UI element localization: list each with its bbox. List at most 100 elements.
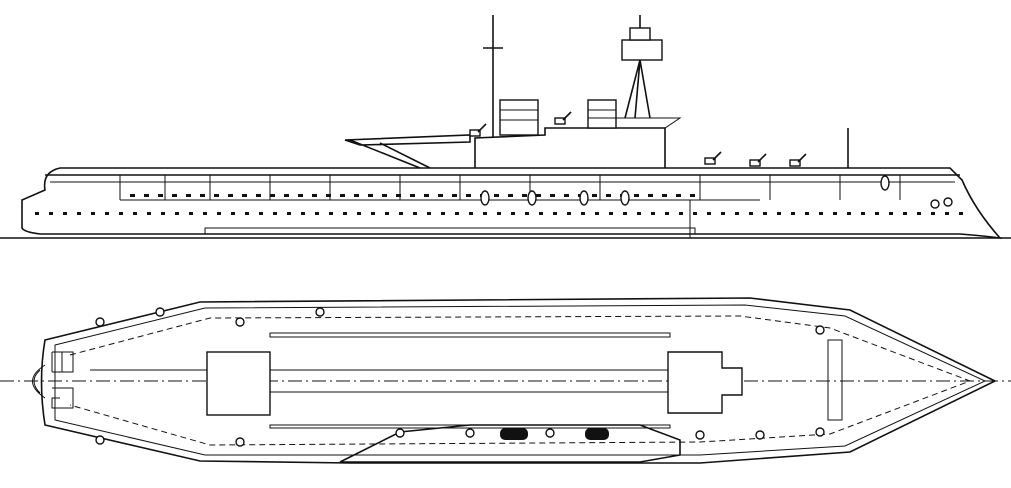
deck-fitting bbox=[235, 437, 245, 447]
porthole bbox=[231, 212, 235, 215]
gun-mount bbox=[704, 157, 716, 165]
porthole bbox=[438, 194, 443, 197]
porthole bbox=[511, 212, 515, 215]
porthole bbox=[175, 212, 179, 215]
deck-fitting bbox=[815, 325, 825, 335]
porthole bbox=[805, 212, 809, 215]
porthole bbox=[931, 212, 935, 215]
hull bbox=[21, 167, 1003, 240]
porthole bbox=[581, 212, 585, 215]
deck-fitting bbox=[695, 430, 705, 440]
porthole bbox=[49, 212, 53, 215]
deck-fitting bbox=[755, 430, 765, 440]
porthole bbox=[441, 212, 445, 215]
porthole bbox=[483, 212, 487, 215]
deck-fitting bbox=[235, 317, 245, 327]
porthole bbox=[382, 194, 387, 197]
porthole bbox=[875, 212, 879, 215]
side-elevation bbox=[0, 15, 1011, 240]
deck-fitting bbox=[155, 307, 165, 317]
boat bbox=[579, 190, 589, 206]
porthole bbox=[77, 212, 81, 215]
porthole bbox=[259, 212, 263, 215]
porthole bbox=[144, 194, 149, 197]
porthole bbox=[315, 212, 319, 215]
porthole bbox=[256, 194, 261, 197]
porthole bbox=[35, 212, 39, 215]
porthole bbox=[228, 194, 233, 197]
porthole bbox=[410, 194, 415, 197]
porthole bbox=[371, 212, 375, 215]
porthole bbox=[312, 194, 317, 197]
porthole bbox=[340, 194, 345, 197]
porthole bbox=[651, 212, 655, 215]
porthole bbox=[861, 212, 865, 215]
porthole bbox=[833, 212, 837, 215]
porthole bbox=[203, 212, 207, 215]
porthole bbox=[676, 194, 681, 197]
porthole bbox=[357, 212, 361, 215]
aft-lift bbox=[206, 351, 271, 416]
porthole bbox=[427, 212, 431, 215]
porthole bbox=[819, 212, 823, 215]
island-footprint bbox=[339, 424, 681, 463]
porthole bbox=[385, 212, 389, 215]
porthole bbox=[287, 212, 291, 215]
porthole bbox=[424, 194, 429, 197]
porthole bbox=[242, 194, 247, 197]
porthole bbox=[354, 194, 359, 197]
porthole bbox=[522, 194, 527, 197]
porthole bbox=[455, 212, 459, 215]
porthole bbox=[889, 212, 893, 215]
porthole bbox=[648, 194, 653, 197]
porthole bbox=[847, 212, 851, 215]
porthole bbox=[133, 212, 137, 215]
porthole bbox=[284, 194, 289, 197]
porthole bbox=[466, 194, 471, 197]
gun-mount bbox=[749, 159, 761, 167]
porthole bbox=[396, 194, 401, 197]
porthole bbox=[273, 212, 277, 215]
porthole bbox=[301, 212, 305, 215]
flight-deck-outline bbox=[40, 297, 997, 464]
porthole bbox=[147, 212, 151, 215]
boat bbox=[620, 190, 630, 206]
porthole bbox=[917, 212, 921, 215]
funnel-top-aft bbox=[585, 428, 609, 440]
bulge bbox=[204, 227, 696, 235]
porthole bbox=[634, 194, 639, 197]
porthole bbox=[553, 212, 557, 215]
porthole bbox=[63, 212, 67, 215]
porthole bbox=[298, 194, 303, 197]
porthole bbox=[343, 212, 347, 215]
porthole bbox=[623, 212, 627, 215]
deck-fitting bbox=[815, 427, 825, 437]
porthole bbox=[494, 194, 499, 197]
porthole bbox=[161, 212, 165, 215]
porthole bbox=[91, 212, 95, 215]
porthole bbox=[606, 194, 611, 197]
porthole bbox=[567, 212, 571, 215]
porthole bbox=[735, 212, 739, 215]
porthole bbox=[690, 194, 695, 197]
porthole bbox=[469, 212, 473, 215]
porthole bbox=[595, 212, 599, 215]
porthole bbox=[399, 212, 403, 215]
boat bbox=[527, 190, 537, 206]
porthole bbox=[662, 194, 667, 197]
island bbox=[474, 127, 666, 168]
porthole bbox=[413, 212, 417, 215]
porthole bbox=[119, 212, 123, 215]
porthole bbox=[945, 212, 949, 215]
porthole bbox=[592, 194, 597, 197]
porthole bbox=[637, 212, 641, 215]
porthole bbox=[326, 194, 331, 197]
deck-fitting bbox=[395, 428, 405, 438]
porthole bbox=[200, 194, 205, 197]
porthole bbox=[130, 194, 135, 197]
porthole bbox=[217, 212, 221, 215]
deck-fitting bbox=[465, 428, 475, 438]
gun-mount bbox=[789, 159, 801, 167]
funnel-fore bbox=[499, 99, 539, 136]
boat bbox=[880, 175, 890, 191]
